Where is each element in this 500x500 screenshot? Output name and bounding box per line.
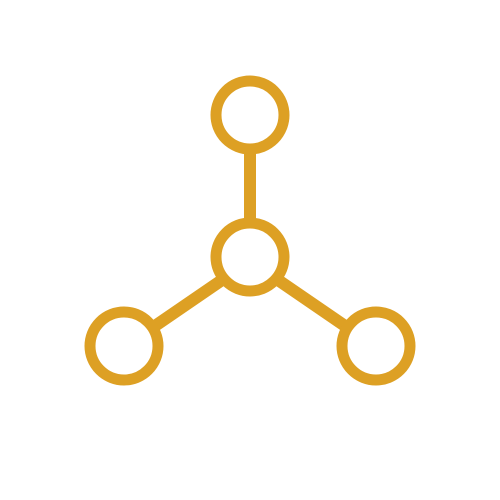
node-bottom-right — [336, 306, 416, 386]
node-center — [210, 217, 290, 297]
connection-lines — [148, 152, 352, 333]
link-center-to-right — [274, 275, 352, 333]
node-top — [210, 75, 290, 155]
node-bottom-left — [84, 306, 164, 386]
link-center-to-left — [148, 275, 226, 333]
nodes — [84, 75, 416, 386]
